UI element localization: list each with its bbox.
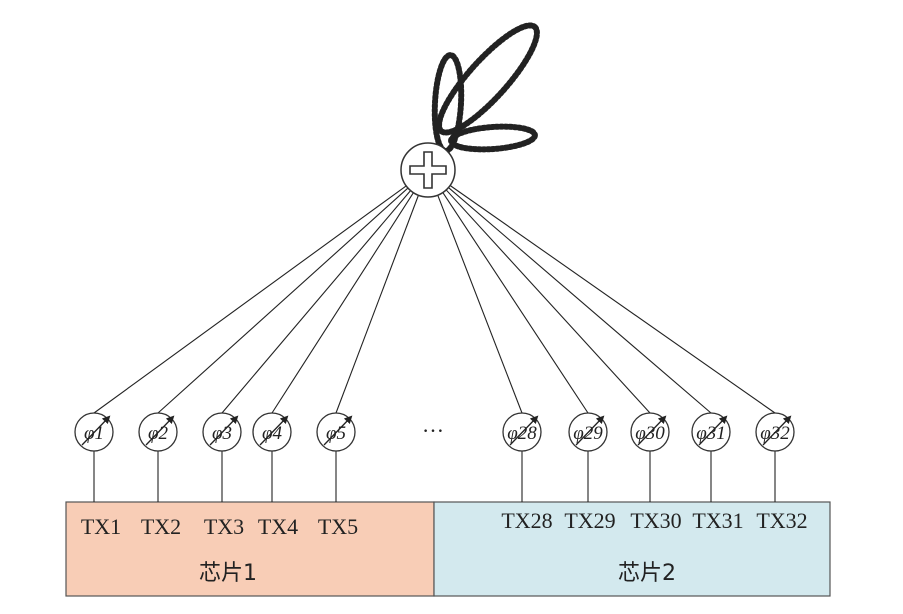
- feed-lines: [93, 185, 776, 414]
- phase-label: φ30: [635, 423, 665, 444]
- chip-1-box: [65, 501, 435, 597]
- phase-label: φ3: [212, 423, 232, 444]
- tx-label: TX32: [756, 508, 807, 533]
- phase-arrow-icon: [637, 415, 667, 446]
- feed-line: [448, 187, 712, 414]
- phase-arrow-icon: [209, 415, 239, 446]
- feed-line: [271, 192, 414, 414]
- feed-line: [437, 194, 523, 414]
- tx-label: TX28: [501, 508, 552, 533]
- tx-labels: TX1 TX2 TX3 TX4 TX5 TX28 TX29 TX30 TX31 TX32: [81, 508, 808, 539]
- phase-shifter: φ5: [316, 412, 356, 452]
- phase-arrow-icon: [81, 415, 111, 446]
- phase-label: φ28: [507, 423, 537, 444]
- phase-arrow-icon: [762, 415, 792, 446]
- ellipsis: …: [422, 412, 444, 437]
- phase-label: φ5: [326, 423, 346, 444]
- tx-label: TX5: [318, 514, 358, 539]
- feed-line: [442, 192, 589, 414]
- beam-pattern: [431, 22, 540, 154]
- phase-arrow-icon: [575, 415, 605, 446]
- phase-shifter: φ30: [630, 412, 670, 452]
- chip-2-label: 芯片2: [618, 561, 676, 586]
- tx-label: TX4: [258, 514, 298, 539]
- feed-line: [93, 185, 407, 414]
- side-lobe-right: [448, 123, 538, 153]
- chip-2-box: [433, 501, 831, 597]
- phase-label: φ32: [760, 423, 790, 444]
- phase-shifters: φ1 φ2 φ3 φ4 φ5 φ28 φ29 φ30 φ31 φ32: [74, 412, 795, 452]
- feed-line: [221, 190, 411, 414]
- main-lobe: [436, 22, 540, 136]
- phase-arrow-icon: [698, 415, 728, 446]
- phase-arrow-icon: [259, 415, 289, 446]
- phase-shifter: φ32: [755, 412, 795, 452]
- phase-label: φ4: [262, 423, 283, 444]
- phase-label: φ31: [696, 423, 726, 444]
- phase-shifter: φ1: [74, 412, 114, 452]
- tx-label: TX2: [141, 514, 181, 539]
- tx-label: TX29: [564, 508, 615, 533]
- chip-1-label: 芯片1: [199, 561, 257, 586]
- feed-line: [157, 187, 409, 414]
- shifter-to-chip-connectors: [93, 451, 776, 502]
- tx-label: TX31: [692, 508, 743, 533]
- tx-label: TX30: [630, 508, 681, 533]
- phase-arrow-icon: [509, 415, 539, 446]
- phase-arrow-icon: [323, 415, 353, 446]
- feed-line: [449, 185, 776, 414]
- feed-line: [335, 195, 419, 414]
- phase-shifter: φ31: [691, 412, 731, 452]
- phase-label: φ1: [84, 423, 104, 444]
- tx-label: TX3: [204, 514, 244, 539]
- phase-label: φ2: [148, 423, 169, 444]
- phase-shifter: φ3: [202, 412, 242, 452]
- phase-shifter: φ29: [568, 412, 608, 452]
- combiner-plus-icon: [400, 142, 456, 198]
- phase-arrow-icon: [145, 415, 175, 446]
- phase-shifter: φ4: [252, 412, 292, 452]
- phase-shifter: φ28: [502, 412, 542, 452]
- phase-shifter: φ2: [138, 412, 178, 452]
- feed-line: [445, 189, 651, 414]
- tx-label: TX1: [81, 514, 121, 539]
- phase-label: φ29: [573, 423, 603, 444]
